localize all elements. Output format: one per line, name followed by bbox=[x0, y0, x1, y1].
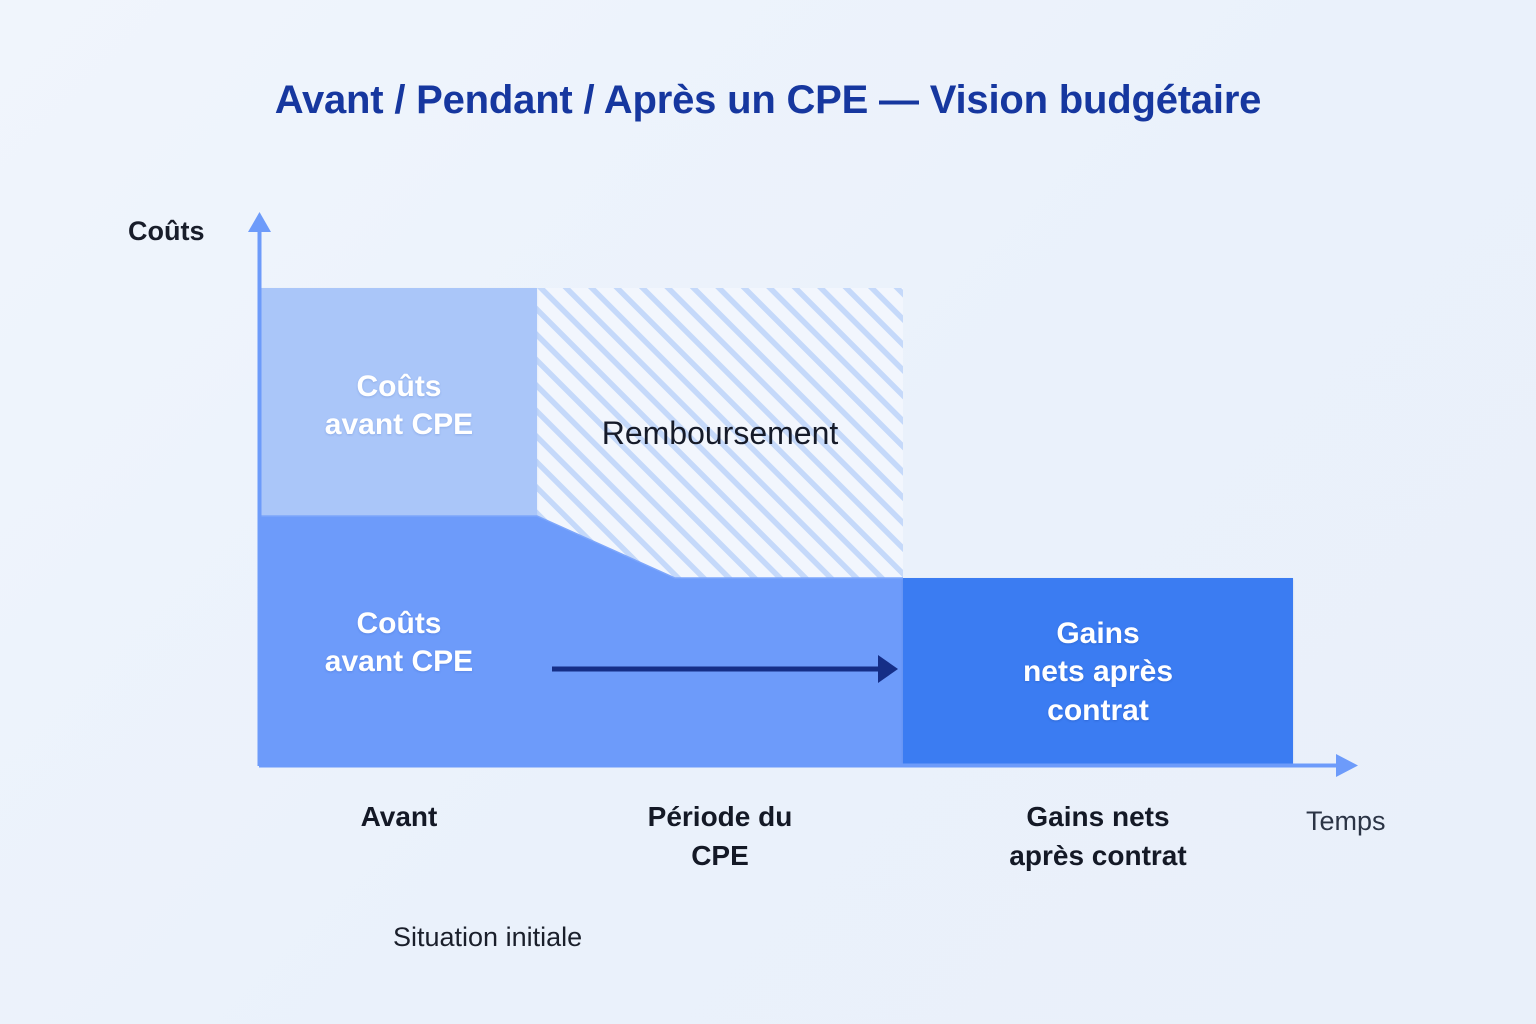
hatch-pattern-icon bbox=[537, 288, 903, 578]
block-gains-nets-apres-contrat bbox=[903, 578, 1293, 765]
category-label-avant: Avant bbox=[360, 801, 438, 832]
remboursement-region bbox=[537, 288, 903, 578]
label-couts-avant-cpe-top: Coûts avant CPE bbox=[324, 370, 474, 442]
block-couts-avant-cpe-top bbox=[261, 288, 537, 516]
caption-situation-initiale: Situation initiale bbox=[393, 922, 583, 952]
category-label-periode-cpe: Période du CPE bbox=[647, 801, 793, 871]
x-axis-label: Temps bbox=[1306, 806, 1386, 836]
label-gains-nets: Gains nets après contrat bbox=[1022, 617, 1174, 727]
label-couts-avant-cpe-bottom: Coûts avant CPE bbox=[324, 607, 474, 679]
category-label-gains-nets: Gains nets après contrat bbox=[1009, 801, 1187, 871]
page-title: Avant / Pendant / Après un CPE — Vision … bbox=[274, 78, 1262, 122]
y-axis-label: Coûts bbox=[128, 216, 205, 246]
label-remboursement: Remboursement bbox=[601, 415, 839, 451]
